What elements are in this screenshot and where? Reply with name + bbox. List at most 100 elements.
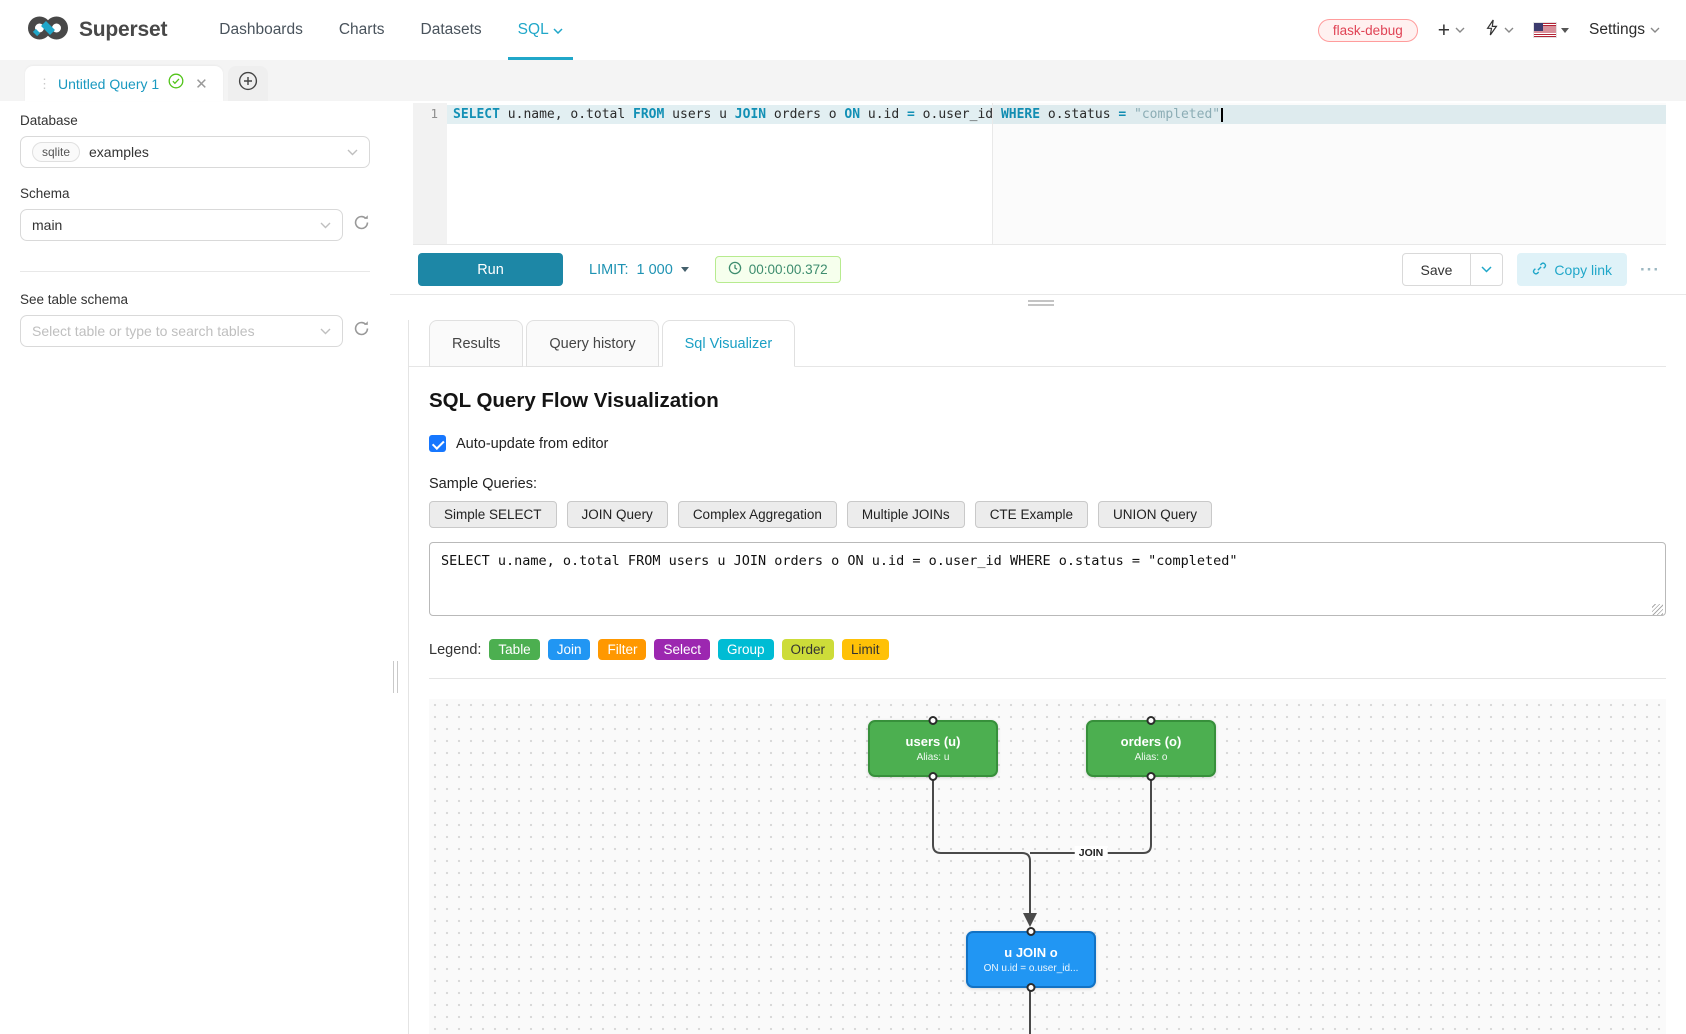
plus-icon: +: [1437, 18, 1450, 42]
settings-menu[interactable]: Settings: [1589, 21, 1660, 39]
chevron-down-icon: [1504, 27, 1514, 33]
auto-update-row: Auto-update from editor: [429, 435, 1666, 452]
flow-node-orders[interactable]: orders (o) Alias: o: [1086, 716, 1216, 781]
flow-edges: [932, 778, 1152, 1034]
join-edge-label: JOIN: [1074, 846, 1108, 860]
print-margin-line: [992, 103, 993, 244]
nav-item-sql[interactable]: SQL: [500, 0, 581, 60]
top-navbar: Superset Dashboards Charts Datasets SQL …: [0, 0, 1686, 60]
node-handle-bottom[interactable]: [1146, 772, 1156, 781]
sample-query-buttons: Simple SELECT JOIN Query Complex Aggrega…: [429, 501, 1666, 528]
query-tab-bar: ⋮ Untitled Query 1 ✕: [0, 60, 1686, 101]
node-handle-bottom[interactable]: [928, 772, 938, 781]
query-text-input[interactable]: SELECT u.name, o.total FROM users u JOIN…: [429, 542, 1666, 616]
new-query-tab-button[interactable]: [227, 66, 268, 101]
chevron-down-icon: [553, 21, 563, 39]
schema-label: Schema: [20, 186, 70, 201]
environment-badge: flask-debug: [1317, 18, 1418, 42]
save-options-button[interactable]: [1471, 253, 1504, 286]
auto-update-label: Auto-update from editor: [456, 435, 609, 452]
database-label: Database: [20, 113, 78, 128]
chevron-down-icon: [1455, 27, 1465, 33]
close-tab-icon[interactable]: ✕: [195, 75, 208, 93]
chevron-down-icon: [1650, 27, 1660, 33]
visualizer-divider: [429, 678, 1666, 679]
database-select[interactable]: sqlite examples: [20, 136, 370, 168]
node-handle-top[interactable]: [928, 716, 938, 725]
more-actions-button[interactable]: ···: [1640, 259, 1660, 279]
legend-pill-table: Table: [489, 639, 540, 660]
left-sidebar: Database sqlite examples Schema main: [0, 101, 398, 1034]
chevron-down-icon: [1481, 266, 1492, 273]
query-status-menu[interactable]: [1485, 19, 1514, 41]
table-select[interactable]: Select table or type to search tables: [20, 315, 343, 347]
nav-item-datasets[interactable]: Datasets: [420, 21, 482, 38]
new-item-menu[interactable]: +: [1438, 20, 1465, 41]
sidebar-divider: [20, 271, 370, 272]
textarea-resize-grip[interactable]: [1652, 604, 1663, 615]
sample-multiple-joins-button[interactable]: Multiple JOINs: [846, 501, 965, 528]
tab-query-history[interactable]: Query history: [526, 320, 659, 367]
nav-item-charts[interactable]: Charts: [338, 21, 385, 38]
tab-sql-visualizer[interactable]: Sql Visualizer: [661, 320, 796, 367]
query-tab[interactable]: ⋮ Untitled Query 1 ✕: [25, 66, 223, 101]
run-button[interactable]: Run: [418, 253, 563, 286]
caret-down-icon: [680, 267, 689, 272]
node-subtitle: Alias: u: [916, 752, 950, 763]
lightning-icon: [1485, 19, 1499, 41]
refresh-schemas-icon[interactable]: [353, 214, 370, 236]
flow-node-users[interactable]: users (u) Alias: u: [868, 716, 998, 781]
limit-label: LIMIT:: [589, 261, 629, 278]
save-button[interactable]: Save: [1401, 253, 1472, 286]
settings-label: Settings: [1588, 21, 1645, 38]
flow-node-join[interactable]: u JOIN o ON u.id = o.user_id...: [966, 927, 1096, 992]
language-menu[interactable]: [1532, 22, 1569, 38]
legend-pill-group: Group: [718, 639, 774, 660]
chevron-down-icon: [320, 322, 331, 340]
node-handle-top[interactable]: [1146, 716, 1156, 725]
sql-visualizer-panel: SQL Query Flow Visualization Auto-update…: [429, 367, 1666, 1034]
superset-brand[interactable]: Superset: [26, 0, 167, 60]
auto-update-checkbox[interactable]: [429, 435, 446, 452]
sql-editor[interactable]: 1 SELECT u.name, o.total FROM users u JO…: [413, 103, 1666, 245]
sample-simple-select-button[interactable]: Simple SELECT: [429, 501, 557, 528]
limit-value: 1 000: [636, 261, 673, 278]
nav-item-dashboards[interactable]: Dashboards: [219, 21, 303, 38]
sample-queries-label: Sample Queries:: [429, 476, 537, 492]
sample-join-query-button[interactable]: JOIN Query: [566, 501, 668, 528]
line-number: 1: [430, 106, 438, 121]
query-timer: 00:00:00.372: [714, 256, 841, 283]
sidebar-resize-handle[interactable]: [393, 661, 398, 693]
sample-complex-aggregation-button[interactable]: Complex Aggregation: [677, 501, 837, 528]
node-subtitle: ON u.id = o.user_id...: [983, 963, 1079, 974]
pane-resize-handle[interactable]: [1028, 300, 1054, 306]
schema-select[interactable]: main: [20, 209, 343, 241]
legend-pill-select: Select: [654, 639, 710, 660]
us-flag-icon: [1532, 22, 1557, 38]
node-title: u JOIN o: [1004, 945, 1058, 960]
limit-dropdown[interactable]: LIMIT: 1 000: [589, 262, 689, 278]
flow-canvas[interactable]: users (u) Alias: u orders (o) Alias: o: [429, 699, 1666, 1034]
caret-down-icon: [1560, 27, 1569, 33]
node-handle-top[interactable]: [1026, 927, 1036, 936]
node-title: orders (o): [1120, 734, 1182, 749]
editor-pane: 1 SELECT u.name, o.total FROM users u JO…: [390, 101, 1686, 1034]
nav-right-cluster: flask-debug + Settings: [1317, 0, 1660, 60]
editor-code-area[interactable]: SELECT u.name, o.total FROM users u JOIN…: [447, 103, 1666, 244]
legend-pill-order: Order: [781, 639, 835, 660]
copy-link-button[interactable]: Copy link: [1517, 253, 1628, 286]
node-subtitle: Alias: o: [1134, 752, 1168, 763]
editor-toolbar: Run LIMIT: 1 000 00:00:00.372 Save: [390, 245, 1686, 295]
sample-cte-example-button[interactable]: CTE Example: [974, 501, 1088, 528]
brand-name: Superset: [79, 18, 168, 41]
chevron-down-icon: [347, 143, 358, 161]
legend-pill-limit: Limit: [842, 639, 889, 660]
table-schema-label: See table schema: [20, 292, 129, 307]
legend-row: Legend: Table Join Filter Select Group O…: [429, 639, 1666, 660]
node-title: users (u): [905, 734, 961, 749]
sample-union-query-button[interactable]: UNION Query: [1097, 501, 1212, 528]
drag-handle-icon[interactable]: ⋮: [38, 75, 51, 91]
tab-results[interactable]: Results: [429, 320, 524, 367]
node-handle-bottom[interactable]: [1026, 983, 1036, 992]
refresh-tables-icon[interactable]: [353, 320, 370, 342]
